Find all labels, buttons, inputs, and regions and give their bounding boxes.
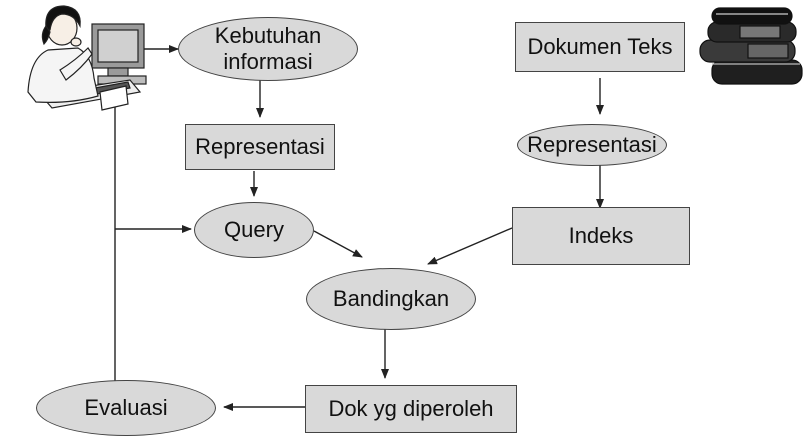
bandingkan-label: Bandingkan (332, 286, 450, 311)
dokumen-teks-node: Dokumen Teks (515, 22, 685, 72)
arrow-query-to-bandingkan (313, 230, 363, 258)
dokumen-teks-label: Dokumen Teks (527, 34, 673, 59)
dok-yg-diperoleh-node: Dok yg diperoleh (305, 385, 517, 433)
kebutuhan-informasi-node: Kebutuhan informasi (178, 17, 358, 81)
bandingkan-node: Bandingkan (306, 268, 476, 330)
representasi-right-node: Representasi (517, 124, 667, 166)
representasi-left-node: Representasi (185, 124, 335, 170)
representasi-right-label: Representasi (527, 132, 657, 157)
query-node: Query (194, 202, 314, 258)
arrow-indeks-to-bandingkan (427, 227, 513, 265)
dok-yg-diperoleh-label: Dok yg diperoleh (328, 396, 494, 421)
kebutuhan-informasi-label: Kebutuhan informasi (214, 23, 322, 74)
indeks-label: Indeks (568, 223, 634, 248)
evaluasi-node: Evaluasi (36, 380, 216, 436)
evaluasi-label: Evaluasi (84, 395, 168, 420)
person-at-computer-illustration (27, 5, 147, 111)
representasi-left-label: Representasi (195, 134, 325, 159)
query-label: Query (224, 217, 284, 242)
book-stack-illustration (699, 7, 803, 85)
indeks-node: Indeks (512, 207, 690, 265)
